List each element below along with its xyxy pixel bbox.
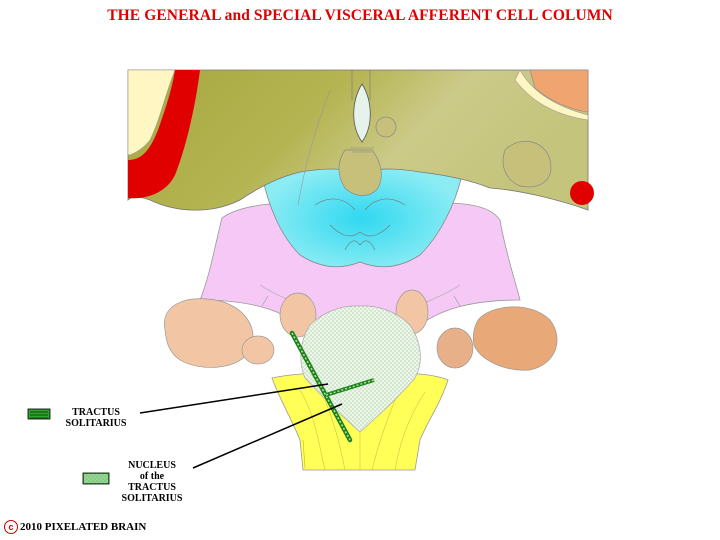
slide-title: THE GENERAL and SPECIAL VISCERAL AFFEREN… [107,7,613,24]
copyright-text: 2010 PIXELATED BRAIN [20,521,147,533]
tractus-legend-label: TRACTUS SOLITARIUS [65,407,127,429]
nucleus-leader-line [192,403,343,469]
cerebellar-peduncle-olive [127,69,589,211]
peach-nuclei [164,289,558,371]
copyright-icon: c [4,520,18,534]
nucleus-legend-label: NUCLEUS of the TRACTUS SOLITARIUS [121,460,183,504]
tractus-legend-swatch [27,408,51,420]
nucleus-legend-swatch [82,472,110,485]
tractus-solitarius-tract [289,330,375,443]
upper-right-structures [514,69,594,205]
copyright-footer: c 2010 PIXELATED BRAIN [4,520,146,534]
upper-left-structures [127,69,200,199]
tractus-leader-line [139,383,329,414]
